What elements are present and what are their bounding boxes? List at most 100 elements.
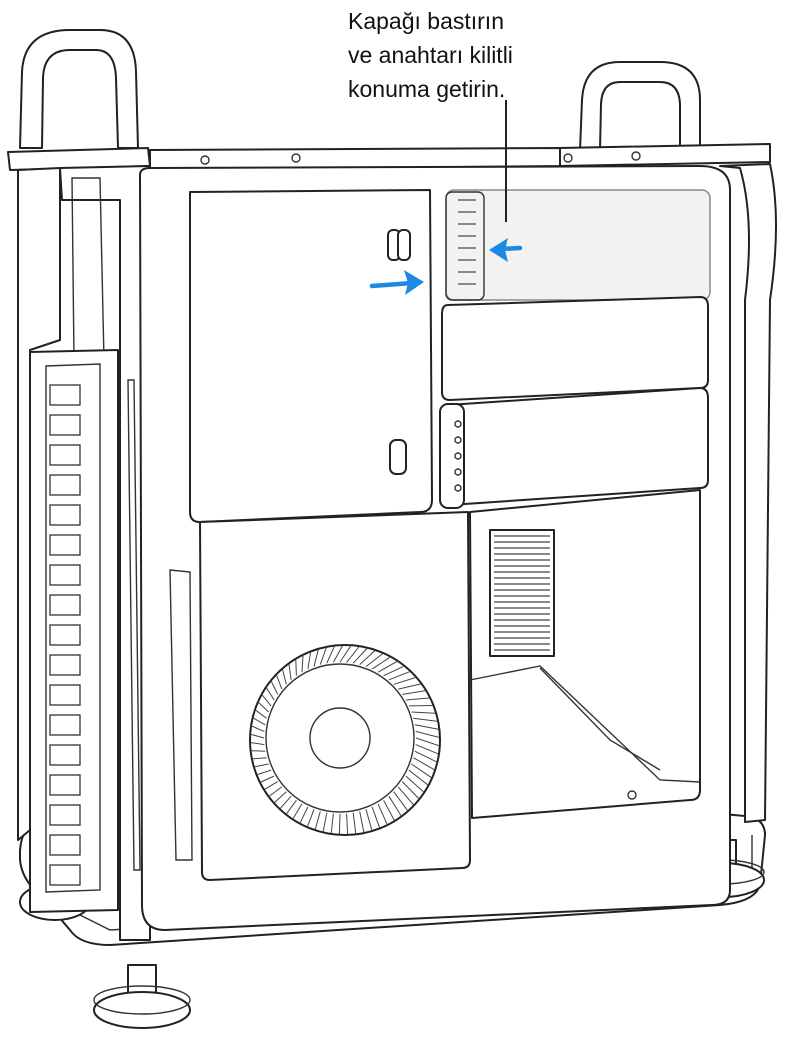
fan-blade xyxy=(415,744,439,755)
fan-blade xyxy=(260,775,275,783)
fan-blade xyxy=(388,795,402,816)
fan-blade xyxy=(377,661,398,673)
fan-blade xyxy=(414,750,437,763)
side-vent-panel xyxy=(29,349,119,913)
fan-blade xyxy=(286,800,297,814)
vent-fin xyxy=(49,864,81,886)
fan-blade xyxy=(282,669,287,685)
fan-blade xyxy=(314,811,321,830)
fan-blade xyxy=(264,781,278,790)
fan-blade xyxy=(411,711,436,714)
fan-blade xyxy=(405,775,424,793)
fan-blade xyxy=(280,795,292,809)
fan-blade xyxy=(359,811,365,833)
vent-fin xyxy=(49,624,81,646)
vent-fin xyxy=(49,444,81,466)
latch-teeth-top xyxy=(458,199,476,285)
vent-grille xyxy=(489,529,555,657)
fan-blade xyxy=(326,646,335,664)
fan-blade xyxy=(339,645,352,663)
fan-blade xyxy=(261,694,272,707)
fan-blade xyxy=(319,647,327,665)
fan-blade xyxy=(313,649,319,667)
fan-blade xyxy=(251,725,265,732)
fan xyxy=(249,644,441,836)
fan-blade xyxy=(270,681,279,695)
fan-blade xyxy=(307,652,311,670)
fan-blade xyxy=(352,812,357,834)
fan-blade xyxy=(371,806,380,828)
vent-fin xyxy=(49,594,81,616)
fan-blade xyxy=(307,809,315,827)
fan-blade xyxy=(415,737,439,747)
fan-blade xyxy=(405,697,430,701)
fan-blade xyxy=(377,803,388,825)
fan-blade xyxy=(251,733,265,739)
fan-blade xyxy=(292,803,303,819)
lock-latch-arrow xyxy=(489,238,523,262)
fan-blade xyxy=(332,645,343,663)
fan-blade xyxy=(413,757,435,771)
fan-blade xyxy=(383,665,404,677)
vent-fin xyxy=(49,414,81,436)
fan-blade xyxy=(414,724,439,730)
handle-left xyxy=(7,29,151,171)
fan-blade xyxy=(371,656,391,670)
vent-fin xyxy=(49,744,81,766)
fan-blade xyxy=(295,659,297,676)
fan-blade xyxy=(401,781,419,799)
frame-right-column xyxy=(719,163,777,823)
fan-blade xyxy=(398,683,421,690)
vent-fin xyxy=(49,714,81,736)
fan-blade xyxy=(269,786,283,797)
fan-blade xyxy=(254,763,269,768)
fan-blade xyxy=(255,709,267,719)
fan-blade xyxy=(322,812,328,832)
callout-line-3: konuma getirin. xyxy=(348,76,506,102)
fan-blade xyxy=(397,786,414,805)
fan-blade xyxy=(266,687,275,701)
fan-blade xyxy=(415,730,440,738)
fan-blade xyxy=(365,653,383,667)
fan-blade xyxy=(288,664,292,680)
vent-fin xyxy=(49,474,81,496)
fan-blade xyxy=(276,675,283,690)
upper-left-panel xyxy=(189,189,433,523)
vent-fin xyxy=(49,504,81,526)
fan-blade xyxy=(411,763,432,778)
vent-fin xyxy=(49,564,81,586)
fan-blade xyxy=(257,769,272,775)
vent-fin xyxy=(49,684,81,706)
callout-line-1: Kapağı bastırın xyxy=(348,8,504,34)
fan-blade xyxy=(250,742,265,746)
foot-front-left xyxy=(93,964,191,1029)
fan-blade xyxy=(413,717,438,722)
fan-blade xyxy=(338,813,341,834)
fan-blade xyxy=(383,800,395,821)
fan-blade xyxy=(301,655,304,673)
vent-fin xyxy=(49,804,81,826)
fan-blade xyxy=(258,702,269,713)
lower-module xyxy=(441,387,709,506)
callout-line-2: ve anahtarı kilitli xyxy=(348,42,513,68)
fan-blade xyxy=(393,677,416,685)
fan-blade xyxy=(359,650,376,665)
fan-blade xyxy=(393,791,408,811)
middle-module xyxy=(441,296,709,401)
fan-blade xyxy=(274,791,287,803)
callout-text: Kapağı bastırın ve anahtarı kilitli konu… xyxy=(348,4,608,106)
fan-blade xyxy=(388,671,410,681)
vent-fin xyxy=(49,534,81,556)
highlighted-module xyxy=(445,189,711,301)
fan-blade xyxy=(346,813,349,835)
vent-fin xyxy=(49,654,81,676)
vent-fin xyxy=(49,384,81,406)
fan-blade xyxy=(251,750,266,752)
fan-blade xyxy=(346,646,360,663)
fan-blade xyxy=(299,806,309,823)
fan-blade xyxy=(330,813,334,834)
fan-blade xyxy=(253,717,266,726)
fan-blade xyxy=(252,757,267,760)
